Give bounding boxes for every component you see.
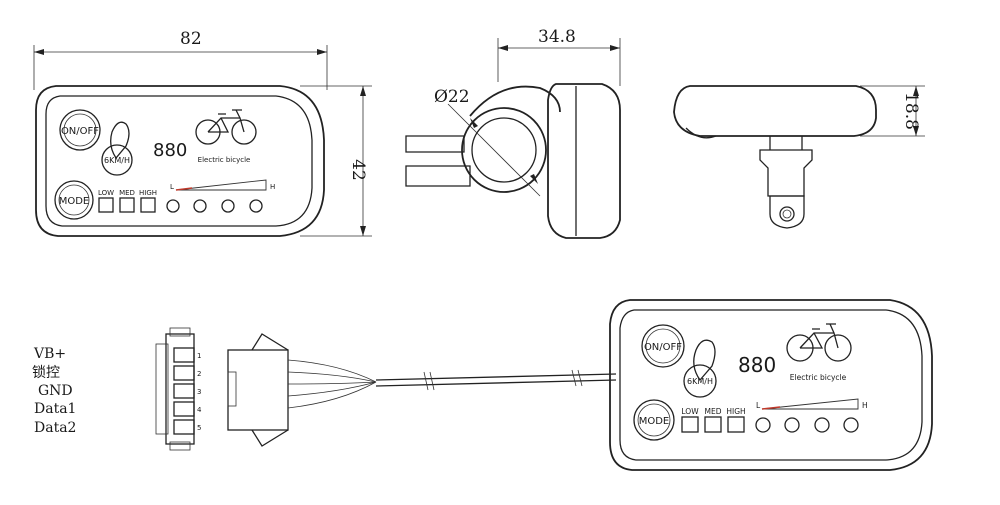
walk-assist-button-large[interactable] bbox=[683, 364, 717, 398]
level-med-large-indicator bbox=[704, 416, 722, 433]
power-button-large-label: ON/OFF bbox=[644, 342, 682, 353]
display-front-view: ON/OFF 6KM/H 880 Electric bicycle MODE L… bbox=[609, 299, 933, 471]
pin-cavity-5 bbox=[173, 419, 195, 435]
mount-screw bbox=[779, 206, 795, 222]
display-housing-side bbox=[547, 83, 621, 239]
pin-cavity-2 bbox=[173, 365, 195, 381]
pin-label-lock: 锁控 bbox=[32, 365, 60, 381]
pin-number-2: 2 bbox=[197, 370, 201, 378]
walk-assist-shape bbox=[110, 121, 130, 160]
top-view: 18.8 bbox=[673, 85, 925, 229]
pin-number-1: 1 bbox=[197, 352, 201, 360]
pin-cavity-3 bbox=[173, 383, 195, 399]
thickness-dimension: 18.8 bbox=[901, 92, 921, 130]
indicator-dot bbox=[755, 417, 771, 433]
pin-cavity-4 bbox=[173, 401, 195, 417]
bar-low-label: L bbox=[170, 183, 174, 191]
display-top-outline bbox=[673, 85, 877, 137]
walk-assist-large-label: 6KM/H bbox=[687, 377, 713, 386]
level-high-large-indicator bbox=[727, 416, 745, 433]
pin-number-4: 4 bbox=[197, 406, 202, 414]
height-dimension: 42 bbox=[348, 159, 368, 181]
level-low-large-indicator bbox=[681, 416, 699, 433]
mount-knuckle bbox=[769, 195, 805, 229]
diameter-leader bbox=[447, 103, 541, 197]
bar-low-large-label: L bbox=[756, 401, 761, 410]
electric-bicycle-label: Electric bicycle bbox=[198, 156, 251, 164]
handlebar-bore bbox=[471, 117, 537, 183]
diameter-dimension: Ø22 bbox=[434, 87, 470, 107]
clamp-tab-upper bbox=[405, 135, 465, 153]
power-button-label: ON/OFF bbox=[61, 126, 99, 137]
width-dimension: 82 bbox=[180, 29, 202, 49]
power-level-bar-large bbox=[761, 398, 859, 410]
walk-assist-label: 6KM/H bbox=[104, 156, 130, 165]
pin-number-5: 5 bbox=[197, 424, 201, 432]
male-connector bbox=[227, 349, 289, 431]
pin-label-data1: Data1 bbox=[34, 401, 76, 417]
level-low-large-label: LOW bbox=[681, 407, 699, 416]
indicator-dot bbox=[221, 199, 235, 213]
bar-high-large-label: H bbox=[862, 401, 868, 410]
bar-high-label: H bbox=[270, 183, 275, 191]
handlebar-clamp bbox=[461, 107, 547, 193]
electric-bicycle-large-label: Electric bicycle bbox=[790, 373, 847, 382]
clamp-tab-lower bbox=[405, 165, 471, 187]
speed-digits-large: 880 bbox=[738, 353, 776, 377]
speed-digits: 880 bbox=[153, 140, 187, 161]
indicator-dot bbox=[193, 199, 207, 213]
level-low-label: LOW bbox=[98, 189, 114, 197]
pin-label-data2: Data2 bbox=[34, 420, 76, 436]
walk-assist-button[interactable] bbox=[101, 144, 133, 176]
mode-button[interactable] bbox=[54, 180, 94, 220]
depth-dimension: 34.8 bbox=[538, 27, 576, 47]
female-connector bbox=[165, 333, 195, 445]
indicator-dot bbox=[784, 417, 800, 433]
mode-button-label: MODE bbox=[59, 196, 90, 207]
pin-number-3: 3 bbox=[197, 388, 201, 396]
display-body-outline bbox=[35, 85, 325, 237]
level-med-label: MED bbox=[119, 189, 135, 197]
bicycle-icon bbox=[195, 109, 257, 145]
level-high-label: HIGH bbox=[139, 189, 157, 197]
mount-stem bbox=[759, 149, 813, 197]
level-med-large-label: MED bbox=[705, 407, 722, 416]
bicycle-icon-large bbox=[786, 323, 852, 362]
display-outline bbox=[609, 299, 933, 471]
pin-label-vb: VB+ bbox=[33, 346, 66, 362]
pin-label-gnd: GND bbox=[38, 383, 73, 399]
level-med-indicator bbox=[119, 197, 135, 213]
connector-view: VB+ 锁控 GND Data1 Data2 1 2 3 4 5 bbox=[32, 327, 617, 451]
level-high-indicator bbox=[140, 197, 156, 213]
power-button-large[interactable] bbox=[641, 324, 685, 368]
pin-cavity-1 bbox=[173, 347, 195, 363]
indicator-dot bbox=[843, 417, 859, 433]
mode-button-large[interactable] bbox=[633, 399, 675, 441]
power-button[interactable] bbox=[59, 109, 101, 151]
level-high-large-label: HIGH bbox=[726, 407, 745, 416]
mode-button-large-label: MODE bbox=[639, 416, 670, 427]
indicator-dot bbox=[249, 199, 263, 213]
display-face-outline bbox=[45, 95, 313, 227]
cable bbox=[375, 373, 617, 381]
indicator-dot bbox=[166, 199, 180, 213]
clamp-outline bbox=[469, 85, 561, 117]
power-level-bar bbox=[175, 179, 267, 191]
level-low-indicator bbox=[98, 197, 114, 213]
side-view: 34.8 Ø22 bbox=[405, 27, 621, 239]
indicator-dot bbox=[814, 417, 830, 433]
front-view: 82 42 ON/OFF 6KM/H 880 Electric bicycle bbox=[33, 29, 372, 237]
